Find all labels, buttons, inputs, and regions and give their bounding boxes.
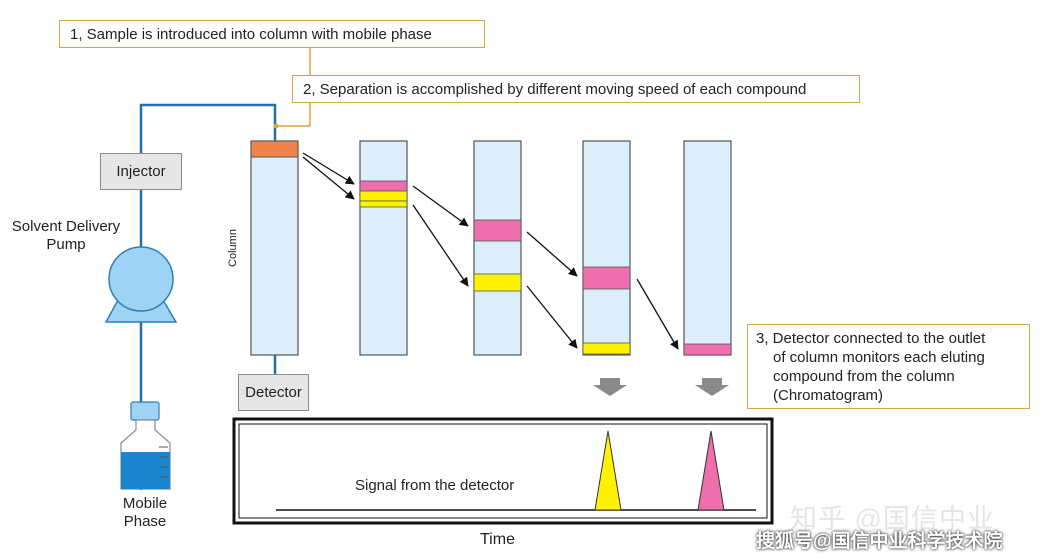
step1-note: 1, Sample is introduced into column with… (59, 20, 485, 48)
time-axis-label: Time (480, 531, 515, 548)
column-stage-4 (582, 140, 631, 356)
mobile-phase-label: Mobile Phase (122, 495, 168, 530)
sample-band (250, 140, 299, 158)
chromatogram-inner-frame (238, 423, 768, 519)
pink-band (683, 343, 732, 356)
watermark-sohu: 搜狐号@国信中业科学技术院 (756, 531, 1003, 552)
step2-note: 2, Separation is accomplished by differe… (292, 75, 860, 103)
yellow-band (473, 273, 522, 292)
yellow-band (582, 342, 631, 355)
down-arrow-icon (593, 378, 627, 396)
pump-icon (104, 246, 178, 323)
chromatogram-frame (232, 417, 774, 525)
detector-box: Detector (238, 374, 309, 411)
yellow-band (359, 200, 408, 208)
step3-note-line1: 3, Detector connected to the outlet (756, 330, 986, 347)
injector-box: Injector (100, 153, 182, 190)
pump-label: Solvent Delivery Pump (11, 218, 121, 253)
pink-band (473, 219, 522, 242)
step3-note-line2: of column monitors each eluting compound… (773, 349, 985, 404)
pink-band (582, 266, 631, 290)
yellow-band (359, 190, 408, 202)
column-stage-2 (359, 140, 408, 356)
mobile-phase-bottle-icon (120, 401, 171, 490)
column-stage-3 (473, 140, 522, 356)
column-label: Column (227, 229, 239, 267)
step3-note: 3, Detector connected to the outlet of c… (747, 324, 1030, 409)
watermark-zhihu: 知乎 @国信中业 (790, 504, 995, 534)
yellow-peak (594, 430, 622, 511)
column-stage-5 (683, 140, 732, 356)
note1-leader (276, 48, 311, 127)
migration-arrows (302, 152, 679, 350)
pink-peak (697, 430, 725, 511)
column-stage-1 (250, 140, 299, 356)
signal-label: Signal from the detector (355, 477, 515, 494)
down-arrow-icon (695, 378, 729, 396)
injection-point (273, 123, 279, 129)
pink-band (359, 180, 408, 192)
